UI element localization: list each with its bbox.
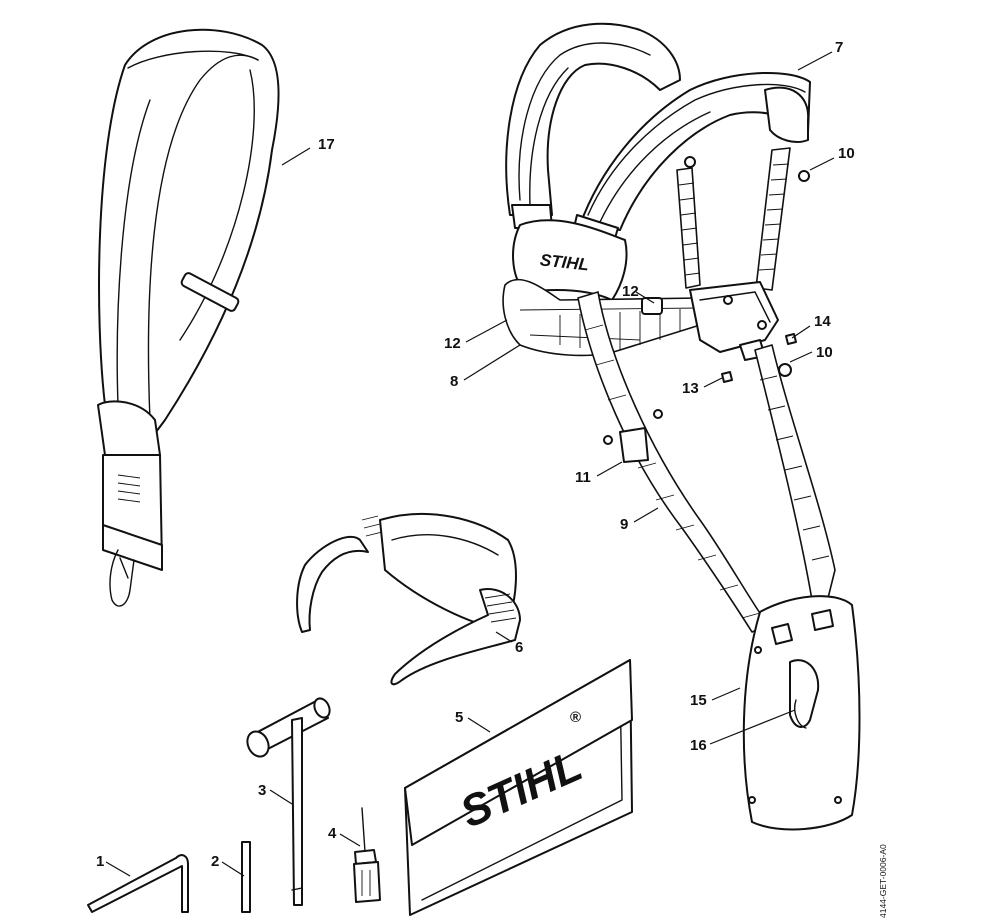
part-label-12-left: 12 xyxy=(444,335,461,352)
tool-pouch: STIHL ® xyxy=(404,659,633,916)
single-shoulder-strap xyxy=(97,28,280,607)
harness-shoulder-pads: STIHL xyxy=(505,22,811,301)
registered-mark: ® xyxy=(570,709,581,726)
part-label-13: 13 xyxy=(682,380,699,397)
part-label-1: 1 xyxy=(96,853,104,870)
part-label-2: 2 xyxy=(211,853,219,870)
hip-belt xyxy=(502,278,779,361)
safety-glasses xyxy=(296,512,521,686)
screwdriver xyxy=(353,807,381,903)
part-label-6: 6 xyxy=(515,639,523,656)
part-label-15: 15 xyxy=(690,692,707,709)
part-label-9: 9 xyxy=(620,516,628,533)
part-label-10-upper: 10 xyxy=(838,145,855,162)
pin xyxy=(241,841,251,913)
part-label-17: 17 xyxy=(318,136,335,153)
hip-pad-plate xyxy=(742,595,861,831)
part-label-14: 14 xyxy=(814,313,831,330)
part-labels: 17 7 10 12 12 14 10 8 13 11 9 6 15 5 16 … xyxy=(96,39,855,870)
part-label-4: 4 xyxy=(328,825,337,842)
part-label-3: 3 xyxy=(258,782,266,799)
reference-code: 4144-GET-0006-A0 xyxy=(878,844,888,918)
leader-lines xyxy=(105,51,835,877)
part-label-16: 16 xyxy=(690,737,707,754)
part-label-8: 8 xyxy=(450,373,458,390)
harness-straps xyxy=(676,147,810,291)
combination-wrench xyxy=(246,697,331,906)
part-label-7: 7 xyxy=(835,39,843,56)
part-label-5: 5 xyxy=(455,709,463,726)
hex-key xyxy=(87,854,189,913)
part-label-10-lower: 10 xyxy=(816,344,833,361)
part-label-12-right: 12 xyxy=(622,283,639,300)
part-label-11: 11 xyxy=(575,469,591,486)
